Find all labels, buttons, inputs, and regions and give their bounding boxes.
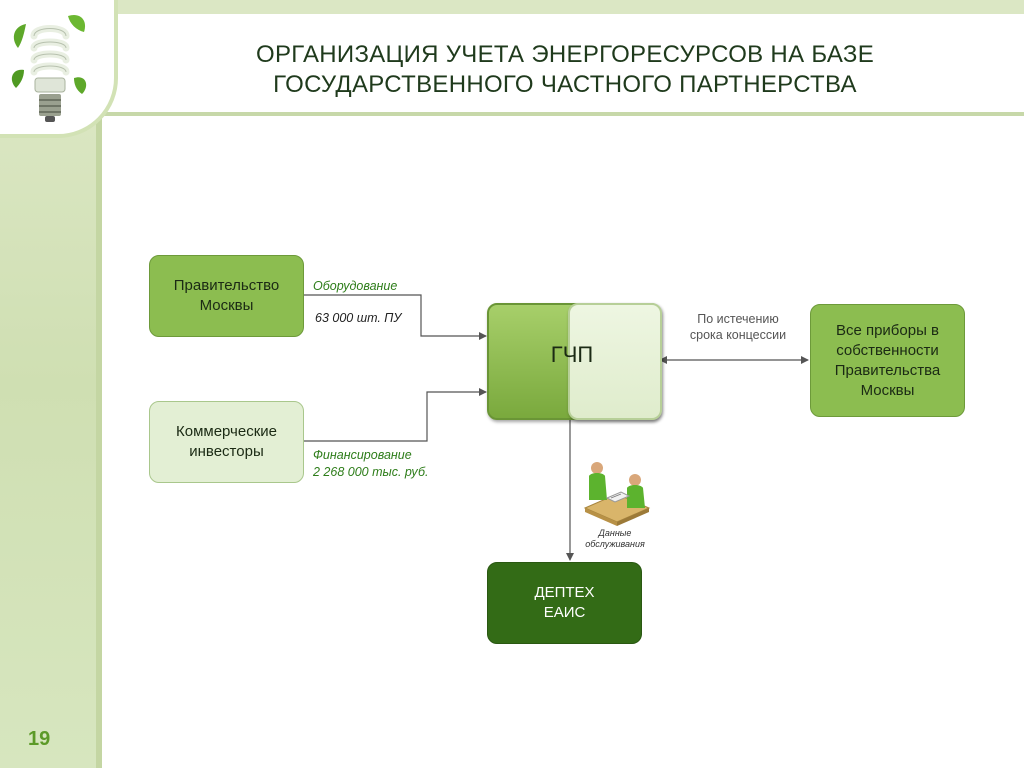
gchp-box-overlay <box>568 303 662 420</box>
lightbulb-logo-icon <box>11 14 87 122</box>
title-line-2: ГОСУДАРСТВЕННОГО ЧАСТНОГО ПАРТНЕРСТВА <box>273 71 857 98</box>
financing-value: 2 268 000 тыс. руб. <box>313 465 429 479</box>
owners-box: Все приборы в собственности Правительств… <box>810 304 965 417</box>
government-line-2: Москвы <box>199 297 254 314</box>
title-line-1: ОРГАНИЗАЦИЯ УЧЕТА ЭНЕРГОРЕСУРСОВ НА БАЗЕ <box>255 41 875 68</box>
service-line-1: Данные <box>598 528 632 538</box>
header-band <box>0 0 1024 14</box>
concession-line-1: По истечению <box>697 312 779 326</box>
concession-line-2: срока концессии <box>689 328 787 342</box>
investors-line-1: Коммерческие <box>175 423 277 440</box>
gchp-label: ГЧП <box>550 342 594 367</box>
gov-to-gchp-connector <box>302 294 487 340</box>
page-number: 19 <box>28 728 51 750</box>
service-data-label: Данные обслуживания <box>570 528 660 550</box>
investors-line-2: инвесторы <box>189 443 264 460</box>
meeting-people-icon <box>583 462 651 526</box>
deptech-line-1: ДЕПТЕХ <box>534 584 595 601</box>
slide-title: ОРГАНИЗАЦИЯ УЧЕТА ЭНЕРГОРЕСУРСОВ НА БАЗЕ… <box>110 40 1020 100</box>
concession-label: По истечению срока концессии <box>668 311 808 343</box>
financing-label: Финансирование <box>313 448 412 462</box>
header-divider <box>100 112 1024 116</box>
investors-box: Коммерческие инвесторы <box>149 401 304 483</box>
deptech-box: ДЕПТЕХ ЕАИС <box>487 562 642 644</box>
equipment-label: Оборудование <box>313 279 398 293</box>
deptech-line-2: ЕАИС <box>543 604 586 621</box>
owners-line-3: Правительства <box>834 361 941 379</box>
owners-line-4: Москвы <box>860 381 915 399</box>
sidebar-edge <box>96 110 102 768</box>
owners-line-2: собственности <box>836 341 939 359</box>
government-line-1: Правительство <box>173 277 280 294</box>
equipment-value: 63 000 шт. ПУ <box>315 311 402 325</box>
owners-line-1: Все приборы в <box>835 321 940 339</box>
government-box: Правительство Москвы <box>149 255 304 337</box>
investors-to-gchp-connector <box>302 388 487 442</box>
service-line-2: обслуживания <box>585 539 645 549</box>
